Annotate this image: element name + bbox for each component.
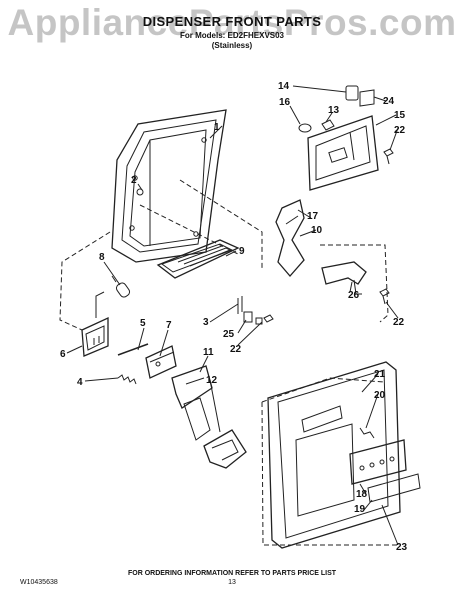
drip-tray [156,239,240,279]
dashed-link-top [179,179,263,270]
dispenser-housing-frame [111,109,227,263]
page-title: DISPENSER FRONT PARTS [142,14,322,29]
dashed-outline-right [320,244,389,323]
callout-2: 2 [131,175,137,186]
model-line: For Models: ED2FHEXVS03 [179,31,285,40]
callout-8: 8 [99,252,105,263]
callout-6: 6 [60,349,66,360]
callout-7: 7 [166,320,172,331]
dashed-outline-bottom [261,401,400,546]
lever-bracket [145,345,177,379]
ordering-note: FOR ORDERING INFORMATION REFER TO PARTS … [127,570,337,577]
screw [383,148,394,165]
dashed-link-front [261,377,385,403]
screw [263,314,274,323]
callout-17: 17 [307,211,319,222]
callout-22: 22 [230,344,242,355]
callout-18: 18 [356,489,368,500]
control-overlay [367,473,421,503]
callout-15: 15 [394,110,406,121]
callout-3: 3 [203,317,209,328]
small-clips [237,296,263,325]
callout-11: 11 [203,347,214,358]
screw [379,288,390,305]
callout-22: 22 [394,125,406,136]
page-number: 13 [228,579,236,586]
document-id: W10435638 [20,579,58,586]
dispenser-front-panel [267,361,401,549]
dashed-link-mid [139,204,241,256]
control-board [349,427,407,485]
finish-line: (Stainless) [211,41,253,50]
watermark-logo: AppliancePartsPros.com [7,2,457,43]
lamp-bulb [111,275,131,298]
dashed-outline-left [59,231,111,331]
callout-1: 1 [214,122,220,133]
pin [117,343,149,356]
callout-14: 14 [278,81,290,92]
actuator-lever [321,261,367,295]
ice-paddle [171,365,213,441]
callout-5: 5 [140,318,146,329]
callout-16: 16 [279,97,291,108]
callout-13: 13 [328,105,340,116]
callout-4: 4 [77,377,83,388]
shim-part-24 [359,89,375,107]
callout-10: 10 [311,225,323,236]
switch-module [81,291,109,357]
callout-9: 9 [239,246,245,257]
grommet-part-13 [321,119,335,131]
spring [117,374,137,385]
water-lever [275,199,305,277]
callout-20: 20 [374,390,386,401]
callout-25: 25 [223,329,235,340]
bushing-part-16 [298,123,312,133]
pad-part-14 [345,85,359,101]
callout-21: 21 [374,369,386,380]
callout-24: 24 [383,96,395,107]
callout-22: 22 [393,317,405,328]
ice-chute-door [203,429,247,469]
upper-bracket [307,115,379,191]
callout-19: 19 [354,504,366,515]
callout-numbers: 1 2 3 4 5 6 7 8 9 10 11 12 13 14 15 16 1… [60,81,408,553]
callout-23: 23 [396,542,408,553]
callout-12: 12 [206,375,218,386]
callout-26: 26 [348,290,360,301]
